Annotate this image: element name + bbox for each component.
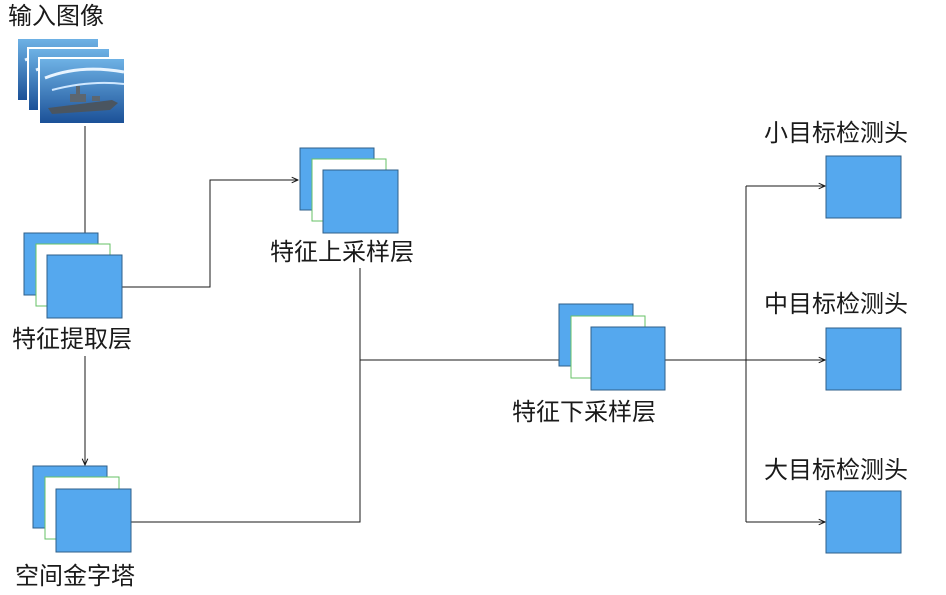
spp-stack (32, 465, 132, 553)
head-small-label: 小目标检测头 (764, 119, 908, 147)
arrow-extract-to-upsample (122, 180, 298, 288)
upsample-stack (299, 147, 399, 234)
spp-label: 空间金字塔 (15, 562, 135, 590)
feature-extract-stack (23, 232, 123, 319)
head-medium-block (825, 327, 902, 391)
downsample-stack (558, 303, 666, 391)
downsample-label: 特征下采样层 (512, 398, 656, 426)
head-small-block (825, 155, 902, 219)
input-image-label: 输入图像 (8, 2, 104, 30)
connectors (85, 126, 825, 522)
input-image-thumbnail (38, 57, 126, 125)
line-spp-to-merge (131, 360, 361, 523)
head-large-label: 大目标检测头 (764, 456, 908, 484)
head-large-block (825, 490, 902, 554)
warship-icon (48, 86, 118, 114)
head-medium-label: 中目标检测头 (764, 290, 908, 318)
feature-extract-label: 特征提取层 (12, 325, 132, 353)
input-image-stack (16, 37, 126, 125)
upsample-label: 特征上采样层 (270, 238, 414, 266)
